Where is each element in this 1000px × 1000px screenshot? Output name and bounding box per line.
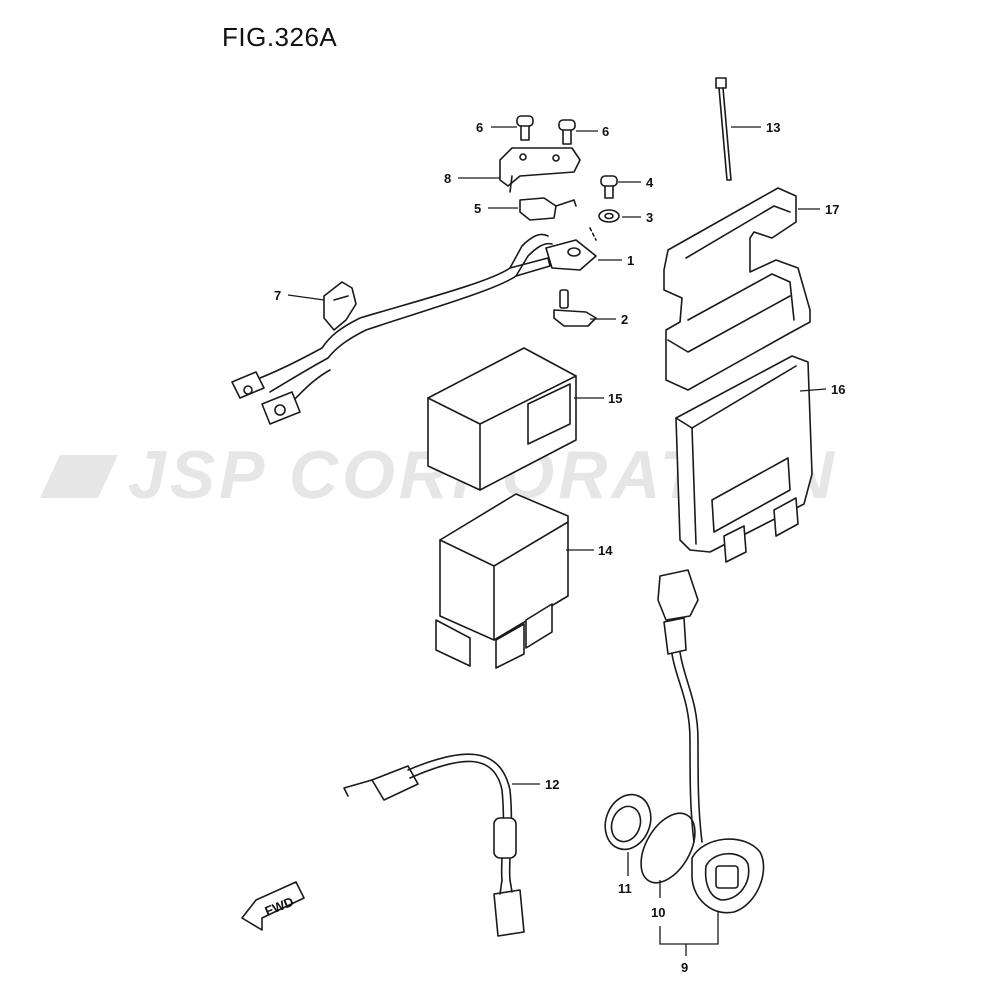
part-11-cap: [604, 793, 652, 851]
part-1-sensor: [545, 227, 597, 271]
callout-13: 13: [766, 120, 780, 135]
part-15-fuse-box: [427, 347, 577, 491]
part-4-bolt: [600, 175, 618, 199]
callout-8: 8: [444, 171, 451, 186]
part-6-bolt-right: [558, 119, 576, 145]
part-16-ecu: [675, 355, 813, 563]
part-9-wiring-harness: [657, 569, 765, 914]
callouts: 6 6 8 4 3 5 1 2 7 13 17 16 15 14 12 11 1…: [274, 120, 845, 975]
leader-lines: [287, 126, 827, 956]
figure-title: FIG.326A: [222, 22, 338, 52]
callout-2: 2: [621, 312, 628, 327]
part-8-bracket: [499, 147, 581, 193]
callout-14: 14: [598, 543, 613, 558]
callout-4: 4: [646, 175, 654, 190]
part-17-cover: [663, 187, 811, 391]
callout-6-left: 6: [476, 120, 483, 135]
callout-5: 5: [474, 201, 481, 216]
fwd-direction-arrow: FWD: [241, 881, 305, 931]
callout-15: 15: [608, 391, 622, 406]
callout-3: 3: [646, 210, 653, 225]
part-10-o-ring: [640, 812, 696, 884]
callout-17: 17: [825, 202, 839, 217]
part-14-module: [435, 493, 569, 669]
callout-12: 12: [545, 777, 559, 792]
callout-11: 11: [618, 881, 632, 896]
part-3-washer: [598, 209, 620, 223]
part-13-cable-tie: [715, 77, 732, 181]
callout-7: 7: [274, 288, 281, 303]
callout-1: 1: [627, 253, 634, 268]
part-5-switch: [519, 197, 577, 221]
main-wire-harness: [231, 233, 553, 425]
callout-10: 10: [651, 905, 665, 920]
part-7-clamp: [323, 281, 357, 331]
callout-16: 16: [831, 382, 845, 397]
part-6-bolt-left: [516, 115, 534, 141]
part-12-lead-wire: [343, 753, 525, 937]
callout-9: 9: [681, 960, 688, 975]
callout-6-right: 6: [602, 124, 609, 139]
part-2-sensor-lever: [553, 289, 597, 327]
